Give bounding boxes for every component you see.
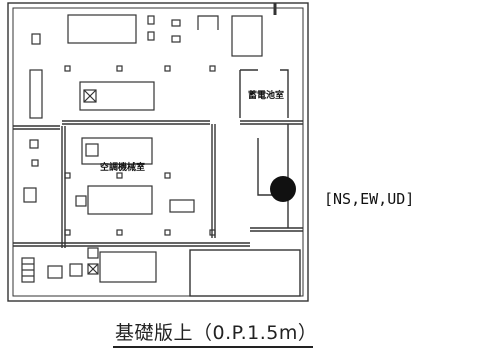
equipment-small xyxy=(23,187,37,203)
equipment xyxy=(21,14,263,283)
equipment-tank xyxy=(29,69,43,119)
plan-outline xyxy=(7,2,309,302)
equipment-small xyxy=(69,263,83,277)
post xyxy=(116,65,123,72)
equipment-unit xyxy=(87,185,153,215)
pump xyxy=(87,263,99,275)
valve xyxy=(171,35,181,43)
equipment-cabinet xyxy=(231,15,263,57)
equipment-small xyxy=(47,265,63,279)
pump-cross xyxy=(87,263,99,275)
valve xyxy=(147,15,155,25)
battery-room-wall xyxy=(280,69,289,118)
equipment-unit xyxy=(99,251,157,283)
pipe-frame xyxy=(197,15,219,30)
bottom-right-room xyxy=(189,249,301,297)
equipment-small xyxy=(29,139,39,149)
pump-cross xyxy=(83,89,97,103)
equipment-small xyxy=(31,159,39,167)
pump xyxy=(75,195,87,207)
components-label: [NS,EW,UD] xyxy=(324,190,415,208)
pump xyxy=(85,143,99,157)
post xyxy=(64,172,71,179)
equipment-unit xyxy=(67,14,137,44)
outer-wall xyxy=(7,2,309,302)
equipment-unit xyxy=(81,137,153,165)
post xyxy=(164,172,171,179)
pump xyxy=(87,247,99,259)
post xyxy=(64,65,71,72)
post xyxy=(164,229,171,236)
valve xyxy=(147,31,155,41)
post xyxy=(209,65,216,72)
post xyxy=(209,229,216,236)
equipment-unit xyxy=(79,81,155,111)
pump xyxy=(83,89,97,103)
inner-wall xyxy=(12,7,304,297)
caption-underline xyxy=(113,346,313,348)
caption: 基礎版上（0.P.1.5m） xyxy=(115,322,318,344)
battery-room-label: 蓄電池室 xyxy=(248,91,285,101)
equipment-small xyxy=(169,199,195,213)
valve xyxy=(171,19,181,27)
post xyxy=(64,229,71,236)
equipment-small xyxy=(31,33,41,45)
hvac-room-label: 空調機械室 xyxy=(100,163,146,173)
measurement-point-marker xyxy=(270,176,296,202)
post xyxy=(116,172,123,179)
post xyxy=(116,229,123,236)
post xyxy=(164,65,171,72)
